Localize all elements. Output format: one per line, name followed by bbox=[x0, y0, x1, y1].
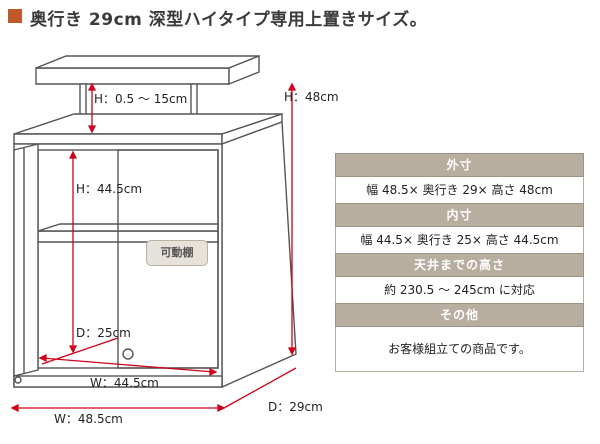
cabinet-diagram: H：0.5 ～ 15cm H：48cm H：44.5cm D：25cm W：44… bbox=[0, 34, 340, 444]
outer-depth-label: D：29cm bbox=[268, 400, 323, 414]
inner-width-label: W：44.5cm bbox=[90, 376, 159, 390]
outer-width-label: W：48.5cm bbox=[54, 412, 123, 426]
ceiling-height-heading: 天井までの高さ bbox=[335, 253, 584, 277]
outer-size-value: 幅 48.5× 奥行き 29× 高さ 48cm bbox=[335, 177, 584, 203]
page-title: 奥行き 29cm 深型ハイタイプ専用上置きサイズ。 bbox=[30, 10, 428, 30]
page-header: 奥行き 29cm 深型ハイタイプ専用上置きサイズ。 bbox=[0, 0, 600, 34]
shelf-height-label: H：0.5 ～ 15cm bbox=[94, 92, 188, 106]
outer-size-heading: 外寸 bbox=[335, 153, 584, 177]
inner-size-heading: 内寸 bbox=[335, 203, 584, 227]
inner-height-label: H：44.5cm bbox=[76, 182, 143, 196]
ceiling-height-value: 約 230.5 ～ 245cm に対応 bbox=[335, 277, 584, 303]
inner-depth-label: D：25cm bbox=[76, 326, 131, 340]
inner-size-value: 幅 44.5× 奥行き 25× 高さ 44.5cm bbox=[335, 227, 584, 253]
movable-shelf-badge: 可動棚 bbox=[146, 240, 208, 266]
title-square-icon bbox=[8, 9, 22, 23]
other-value: お客様組立ての商品です。 bbox=[335, 327, 584, 372]
spec-table: 外寸 幅 48.5× 奥行き 29× 高さ 48cm 内寸 幅 44.5× 奥行… bbox=[335, 153, 584, 372]
other-heading: その他 bbox=[335, 303, 584, 327]
total-height-label: H：48cm bbox=[284, 90, 339, 104]
